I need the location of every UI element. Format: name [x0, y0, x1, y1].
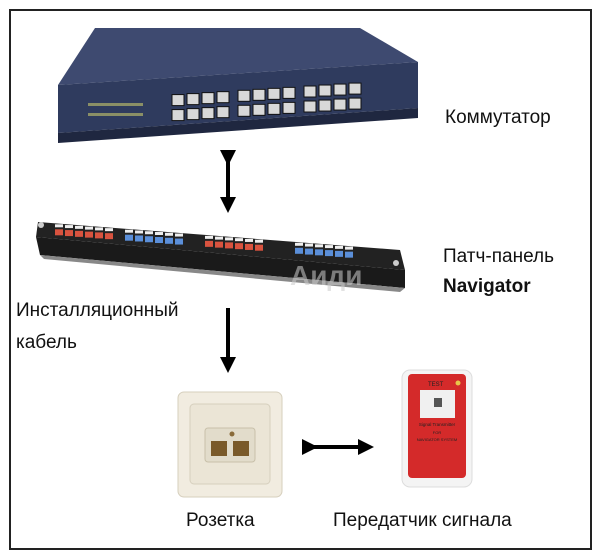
socket-label: Розетка: [186, 510, 255, 531]
switch-port: [282, 101, 296, 114]
switch-label: Коммутатор: [445, 107, 551, 128]
switch-port: [303, 85, 317, 98]
patch-panel-port: [55, 229, 63, 236]
patch-panel-image: Аиди: [36, 222, 405, 292]
diagram-frame: [9, 9, 592, 550]
patch-panel-port: [235, 243, 243, 250]
switch-port: [171, 94, 185, 107]
switch-port: [348, 82, 362, 95]
patch-panel-brand: Navigator: [443, 276, 531, 297]
watermark: Аиди: [290, 260, 362, 291]
switch-port: [186, 108, 200, 121]
patch-panel-port: [325, 250, 333, 257]
switch-port: [237, 104, 251, 117]
patch-panel-port: [305, 248, 313, 255]
switch-port: [333, 98, 347, 111]
switch-port: [171, 109, 185, 122]
patch-panel-port: [165, 237, 173, 244]
svg-text:TEST: TEST: [428, 382, 444, 388]
patch-panel-port: [335, 250, 343, 257]
cable-label-line2: кабель: [16, 332, 77, 353]
patch-panel-port: [315, 249, 323, 256]
switch-port: [318, 84, 332, 97]
switch-port: [201, 92, 215, 105]
switch-port: [318, 99, 332, 112]
switch-port: [186, 93, 200, 106]
svg-text:NAVIGATOR SYSTEM: NAVIGATOR SYSTEM: [417, 437, 457, 442]
switch-port: [348, 97, 362, 110]
network-switch-image: [58, 28, 418, 143]
patch-panel-port: [145, 236, 153, 243]
svg-text:Signal Transmitter: Signal Transmitter: [419, 422, 456, 427]
patch-panel-port: [155, 237, 163, 244]
patch-panel-port: [75, 230, 83, 237]
transmitter-label: Передатчик сигнала: [333, 510, 512, 531]
cable-label-line1: Инсталляционный: [16, 300, 179, 321]
svg-text:FOR: FOR: [433, 430, 442, 435]
patch-panel-port: [345, 251, 353, 258]
patch-panel-port: [245, 243, 253, 250]
patch-panel-port: [205, 240, 213, 247]
patch-panel-port: [225, 242, 233, 249]
switch-port: [267, 87, 281, 100]
switch-port: [201, 107, 215, 120]
switch-port: [252, 88, 266, 101]
patch-panel-port: [65, 230, 73, 237]
patch-panel-label: Патч-панель: [443, 246, 555, 267]
switch-port: [252, 103, 266, 116]
switch-port: [303, 100, 317, 113]
signal-transmitter-image: TEST Signal Transmitter FOR NAVIGATOR SY…: [401, 369, 473, 488]
patch-panel-port: [215, 241, 223, 248]
patch-panel-port: [95, 232, 103, 239]
patch-panel-port: [105, 233, 113, 240]
switch-port: [216, 106, 230, 119]
patch-panel-port: [175, 238, 183, 245]
switch-port: [333, 83, 347, 96]
patch-panel-port: [125, 234, 133, 241]
switch-port: [282, 86, 296, 99]
switch-port: [216, 91, 230, 104]
switch-port: [267, 102, 281, 115]
patch-panel-port: [295, 247, 303, 254]
patch-panel-port: [135, 235, 143, 242]
patch-panel-port: [255, 244, 263, 251]
wall-socket-image: [177, 391, 283, 498]
patch-panel-port: [85, 231, 93, 238]
switch-port: [237, 89, 251, 102]
